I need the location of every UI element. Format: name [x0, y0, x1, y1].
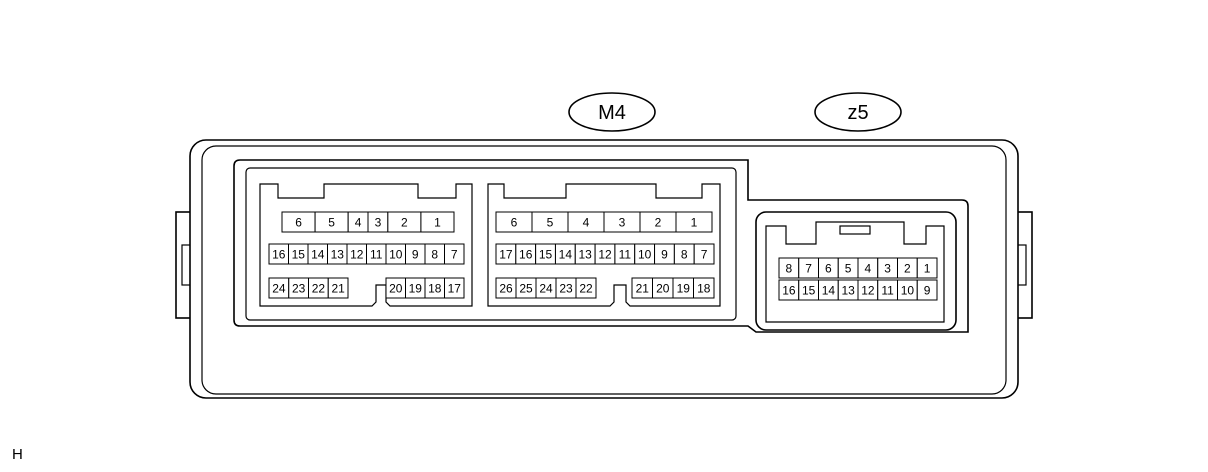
m4-right-row3b-pin-number: 19: [677, 282, 691, 296]
m4-right-row1-pin-number: 1: [691, 216, 698, 230]
m4-left-row2-pin-number: 7: [451, 248, 458, 262]
z5-row1-pin-number: 8: [786, 262, 793, 276]
m4-right-row3b-pin-number: 20: [656, 282, 670, 296]
m4-right-row2-pin-number: 9: [661, 248, 668, 262]
m4-right-row1-pin-cell: [675, 211, 713, 233]
m4-right-row2-pin-number: 16: [519, 248, 533, 262]
m4-left-row1-pin-number: 1: [434, 216, 441, 230]
m4-right-shell: [487, 183, 721, 307]
z5-row2-pin-number: 12: [861, 284, 875, 298]
m4-right-row2-pin-number: 10: [638, 248, 652, 262]
z5-connector-shell-inner: [765, 221, 945, 323]
z5-row2-pin-number: 15: [802, 284, 816, 298]
m4-left-row1-pin-number: 2: [401, 216, 408, 230]
z5-row2-pin-number: 11: [881, 284, 894, 298]
z5-row2-pin-number: 10: [901, 284, 915, 298]
z5-row1-pin-number: 6: [825, 262, 832, 276]
m4-right-row2-pin-number: 14: [559, 248, 573, 262]
m4-right-row1-pin-number: 5: [547, 216, 554, 230]
m4-left-row2-pin-number: 15: [292, 248, 306, 262]
m4-left-row3a-pin-number: 23: [292, 282, 306, 296]
m4-left-row1-pin-number: 4: [355, 216, 362, 230]
m4-right-row3b-pin-number: 18: [697, 282, 711, 296]
m4-right-row1-pin-number: 4: [583, 216, 590, 230]
m4-left-row3a-pin-number: 22: [312, 282, 326, 296]
m4-left-row2-pin-number: 16: [272, 248, 286, 262]
z5-row1-pin-number: 3: [884, 262, 891, 276]
m4-right-row2-pin-number: 11: [619, 248, 632, 262]
m4-left-row1-pin-number: 3: [375, 216, 382, 230]
m4-right-row1-pin-number: 2: [655, 216, 662, 230]
z5-row2-pin-number: 9: [924, 284, 931, 298]
m4-connector-label: M4: [598, 102, 626, 124]
z5-row2-pin-number: 13: [841, 284, 855, 298]
m4-right-row3a-pin-number: 23: [559, 282, 573, 296]
m4-left-row2-pin-number: 11: [370, 248, 383, 262]
z5-row1-pin-number: 7: [805, 262, 812, 276]
m4-left-row3b-pin-number: 20: [389, 282, 403, 296]
m4-right-row2-pin-number: 7: [701, 248, 708, 262]
m4-left-row2-pin-number: 9: [412, 248, 419, 262]
z5-connector-label: z5: [847, 102, 868, 124]
z5-key-notch: [839, 225, 871, 235]
m4-right-row2-pin-number: 13: [579, 248, 593, 262]
m4-connector-face: [245, 167, 737, 321]
z5-row1-pin-cell: [916, 257, 938, 279]
z5-row1-pin-number: 1: [924, 262, 931, 276]
z5-label-ellipse: [814, 92, 902, 132]
m4-right-row3a-pin-number: 22: [579, 282, 593, 296]
m4-right-row3a-pin-number: 26: [499, 282, 513, 296]
m4-left-row3a-pin-number: 24: [272, 282, 286, 296]
m4-left-row3b-pin-number: 17: [448, 282, 462, 296]
m4-right-row1-pin-number: 6: [511, 216, 518, 230]
m4-left-row1-pin-number: 5: [328, 216, 335, 230]
m4-right-row3a-pin-number: 24: [539, 282, 553, 296]
z5-row2-pin-number: 16: [782, 284, 796, 298]
m4-left-row2-pin-number: 8: [431, 248, 438, 262]
m4-left-row2-pin-number: 13: [331, 248, 345, 262]
m4-left-row1-pin-number: 6: [295, 216, 302, 230]
z5-row1-pin-number: 4: [865, 262, 872, 276]
m4-right-row3b-pin-number: 21: [636, 282, 650, 296]
m4-left-row3b-pin-number: 19: [409, 282, 423, 296]
m4-left-row3a-pin-number: 21: [331, 282, 345, 296]
m4-left-row3b-pin-cell: [444, 277, 465, 299]
m4-right-row2-pin-number: 15: [539, 248, 553, 262]
m4-left-row2-pin-cell: [444, 243, 465, 265]
figure-code: H: [12, 446, 23, 463]
z5-row1-pin-number: 2: [904, 262, 911, 276]
m4-right-row2-pin-number: 8: [681, 248, 688, 262]
m4-right-row3a-pin-number: 25: [519, 282, 533, 296]
m4-right-row3a-pin-cell: [575, 277, 597, 299]
unit-housing-inner: [201, 145, 1007, 395]
m4-left-row2-pin-number: 14: [311, 248, 325, 262]
m4-left-shell: [259, 183, 473, 307]
m4-left-row3a-pin-cell: [327, 277, 349, 299]
m4-right-row1-pin-number: 3: [619, 216, 626, 230]
m4-right-row2-pin-number: 17: [499, 248, 513, 262]
m4-right-row2-pin-cell: [693, 243, 715, 265]
m4-left-row3b-pin-number: 18: [428, 282, 442, 296]
m4-left-row2-pin-number: 12: [350, 248, 364, 262]
m4-left-row1-pin-cell: [420, 211, 455, 233]
z5-row1-pin-number: 5: [845, 262, 852, 276]
m4-right-row3b-pin-cell: [693, 277, 715, 299]
z5-row2-pin-number: 14: [822, 284, 836, 298]
m4-label-ellipse: [568, 92, 656, 132]
m4-left-row2-pin-number: 10: [389, 248, 403, 262]
m4-right-row2-pin-number: 12: [598, 248, 612, 262]
z5-row2-pin-cell: [916, 279, 938, 301]
